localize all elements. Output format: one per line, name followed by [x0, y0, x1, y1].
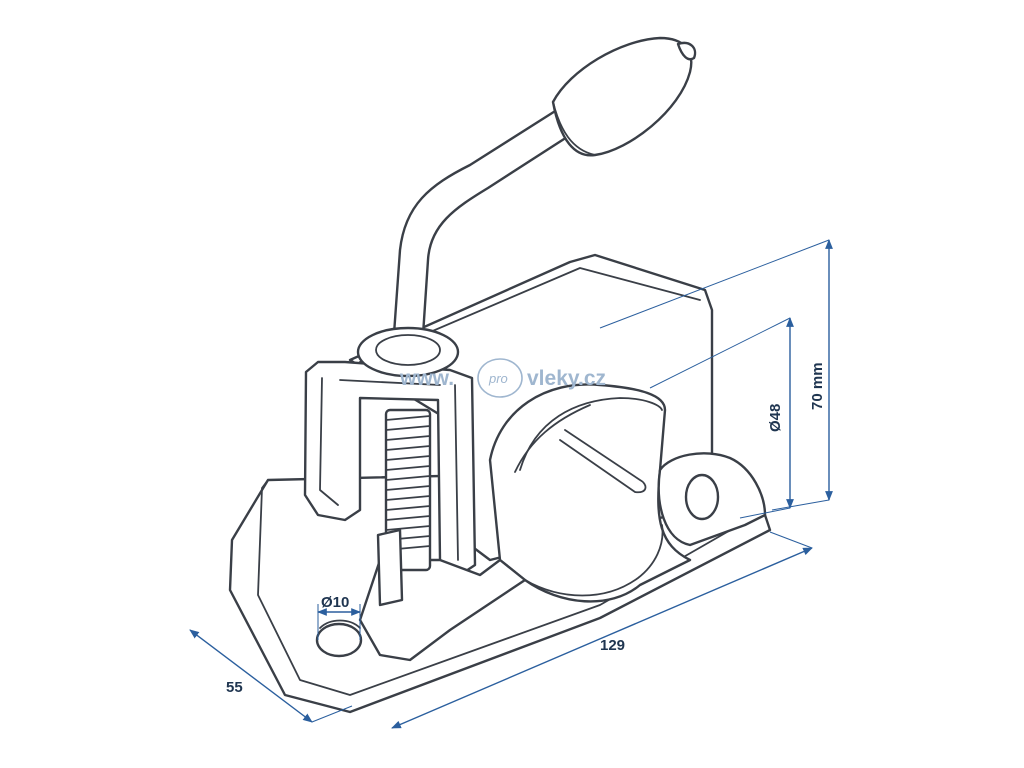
height-extension-top [599, 239, 830, 329]
handle-collar [552, 101, 596, 156]
height-extension-bottom [771, 499, 830, 511]
dimension-annotations: 55 129 70 mm Ø48 Ø10 [189, 239, 833, 729]
mounting-hole-inner [319, 619, 361, 629]
mounting-hole [315, 622, 363, 658]
tube-diameter-label: Ø48 [767, 404, 784, 432]
watermark-prefix: www. [399, 367, 454, 390]
width-dimension-label: 55 [226, 679, 243, 696]
length-extension-line [769, 531, 813, 549]
clamp-body [228, 253, 772, 714]
front-bracket [303, 360, 477, 577]
handle-grip [551, 36, 693, 157]
watermark-badge: pro [488, 371, 508, 386]
clamp-pin [559, 429, 647, 494]
watermark-suffix: vleky.cz [527, 367, 606, 390]
width-extension-line [311, 705, 353, 723]
height-dimension-label: 70 mm [809, 362, 826, 410]
length-dimension-line [391, 547, 813, 729]
watermark-badge-ring [477, 358, 523, 398]
length-dimension-label: 129 [600, 637, 625, 654]
hole-diameter-label: Ø10 [321, 594, 349, 611]
handle-lever [356, 36, 697, 378]
handle-washer-inner [375, 334, 441, 366]
tube-diameter-extension-top [649, 317, 791, 389]
hinge-bolt [684, 473, 720, 521]
width-dimension-line [189, 629, 313, 723]
handle-grip-cap [676, 41, 697, 61]
front-bracket-inner [319, 377, 459, 561]
tube-diameter-extension-bottom [739, 507, 791, 519]
spindle-foot [376, 528, 404, 607]
tube-opening [519, 397, 663, 471]
watermark: www. pro vleky.cz [399, 358, 606, 398]
